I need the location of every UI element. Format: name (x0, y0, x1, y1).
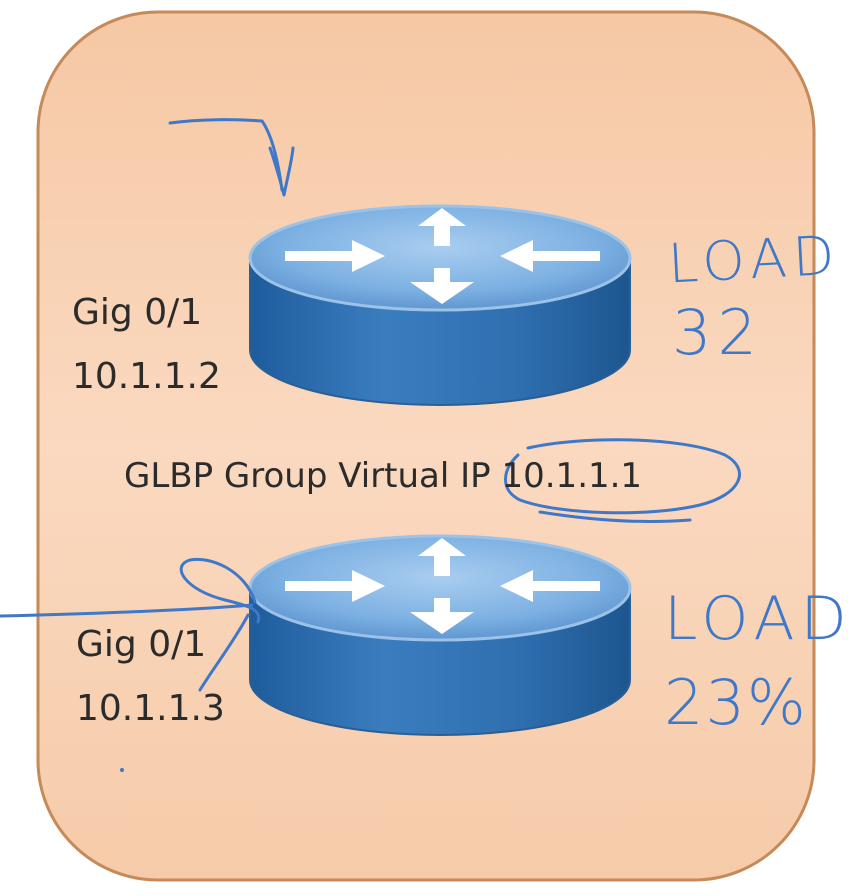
virtual-ip-label: GLBP Group Virtual IP 10.1.1.1 (124, 456, 643, 496)
router-2-load-value: 23% (664, 666, 808, 739)
virtual-ip-circle (504, 438, 741, 524)
router-1-icon (248, 204, 632, 407)
router-1-ip-label: 10.1.1.2 (72, 356, 221, 397)
router-1-load-label: LOAD (666, 223, 842, 296)
router-2-icon (248, 534, 632, 737)
interface-loop-router-2 (179, 557, 261, 692)
router-2-ip-label: 10.1.1.3 (76, 688, 225, 729)
router-2-interface-label: Gig 0/1 (76, 624, 207, 665)
router-1-load-value: 32 (672, 296, 763, 369)
link-line-router-2 (0, 603, 254, 618)
pointer-arrow-router-1 (168, 118, 295, 197)
stray-dot (120, 768, 124, 772)
router-2-load-label: LOAD (664, 584, 853, 654)
router-1-interface-label: Gig 0/1 (72, 292, 203, 333)
